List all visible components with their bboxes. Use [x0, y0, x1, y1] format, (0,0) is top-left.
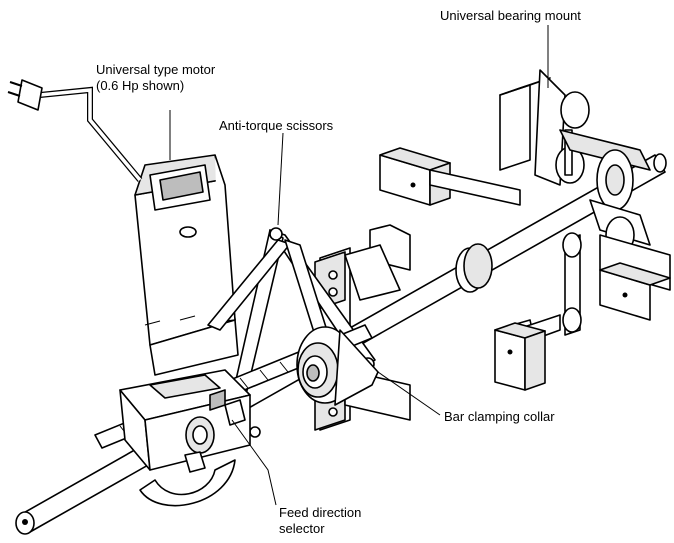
label-universal-bearing-mount: Universal bearing mount — [440, 8, 581, 23]
label-motor-line2: (0.6 Hp shown) — [96, 78, 185, 93]
label-anti-torque-scissors: Anti-torque scissors — [219, 118, 334, 133]
label-feed-direction-line2: selector — [279, 521, 325, 536]
universal-bearing-mount-front — [494, 232, 671, 391]
label-bar-clamping-collar: Bar clamping collar — [444, 409, 555, 424]
universal-bearing-mount-rear — [379, 69, 671, 291]
leader-lines — [169, 25, 549, 506]
feed-gearbox — [119, 369, 251, 507]
motor — [7, 79, 239, 376]
bar-clamping-collar — [296, 326, 379, 406]
label-motor-line1: Universal type motor — [96, 62, 216, 77]
bar-collar — [455, 243, 493, 293]
label-feed-direction-line1: Feed direction — [279, 505, 362, 520]
